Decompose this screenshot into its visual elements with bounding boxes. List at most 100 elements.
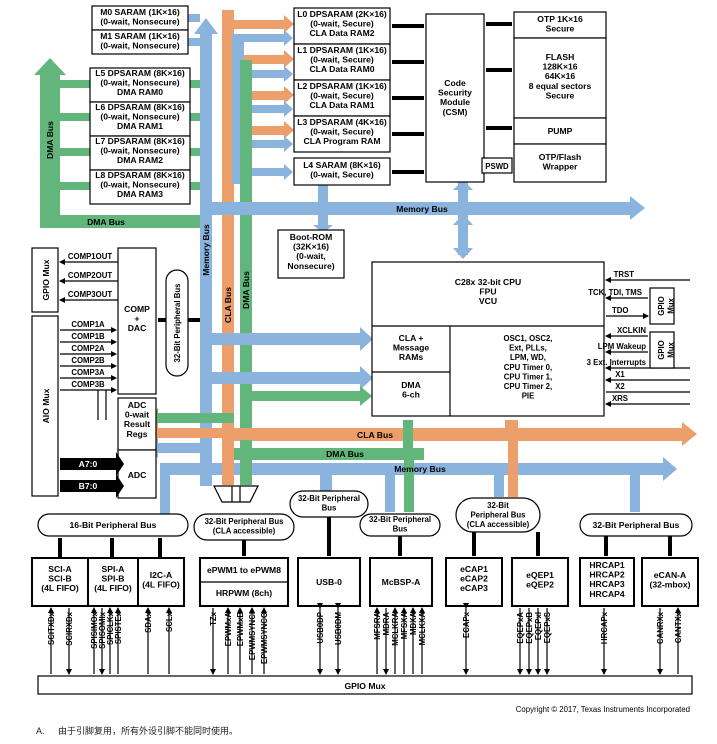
boot-rom-label: Boot-ROM(32K×16)(0-wait,Nonsecure): [287, 232, 334, 271]
cla-drop: [508, 441, 518, 497]
periph32-bus-label: 32-Bit Peripheral Bus: [593, 520, 680, 530]
text-line: (CLA accessible): [467, 520, 530, 529]
gpio-mux-label: GPIOMux: [657, 296, 676, 316]
text-line: L5 DPSARAM (8K×16): [95, 68, 185, 78]
dma-bus-label: DMA Bus: [87, 217, 125, 227]
text-line: M1 SARAM (1K×16): [100, 31, 180, 41]
text-line: 8 equal sectors: [529, 81, 592, 91]
i2c-block: I2C-A(4L FIFO): [142, 570, 180, 590]
text-line: (0-wait, Secure): [310, 127, 374, 137]
text-line: SPI-B: [102, 574, 125, 584]
memory-bus-label: Memory Bus: [396, 204, 448, 214]
text-line: LPM, WD,: [510, 353, 546, 362]
ls-ram-blocks: L0 DPSARAM (2K×16)(0-wait, Secure)CLA Da…: [293, 7, 391, 186]
pin-label: USB0DP: [316, 612, 325, 644]
text-line: ADC: [128, 400, 147, 410]
hrpwm-block: HRPWM (8ch): [216, 588, 272, 598]
csm-block: [425, 13, 485, 183]
text-line: HRCAP4: [589, 589, 625, 599]
svg-text:COMP3B: COMP3B: [71, 380, 105, 389]
text-line: SCI-A: [48, 564, 71, 574]
memory-to-bootrom: [318, 215, 328, 229]
memory-arrow: [663, 457, 677, 481]
text-line: PUMP: [548, 126, 573, 136]
text-line: Secure: [546, 24, 575, 34]
text-line: GPIO: [657, 340, 666, 360]
ls-ram-memory-links: [244, 30, 293, 180]
text-line: 6-ch: [402, 390, 420, 400]
text-line: L4 SARAM (8K×16): [303, 160, 381, 170]
svg-text:L0 DPSARAM (2K×16)(0-wait, Sec: L0 DPSARAM (2K×16)(0-wait, Secure)CLA Da…: [297, 9, 387, 38]
text-line: 64K×16: [545, 71, 576, 81]
svg-text:TDO: TDO: [612, 306, 628, 315]
text-line: CLA Data RAM0: [309, 64, 374, 74]
text-line: HRCAP2: [589, 570, 625, 580]
text-line: Bus: [393, 525, 408, 534]
pin-label: EQEPxA: [516, 612, 525, 644]
text-line: Bus: [322, 504, 337, 513]
memory-bus-label: Memory Bus: [201, 224, 211, 276]
gpio-mux-label: GPIO Mux: [41, 259, 51, 300]
memory-bus-arrowhead: [194, 18, 218, 34]
periph32-bus-right: [579, 513, 693, 537]
dma-stub: [190, 148, 204, 156]
text-line: USB-0: [316, 577, 342, 587]
memory-bus-label: Memory Bus: [394, 464, 446, 474]
adc-block: [117, 449, 157, 499]
text-line: VCU: [479, 296, 497, 306]
svg-text:X1: X1: [615, 370, 625, 379]
pin-label: EPWMxA: [224, 612, 233, 647]
text-line: DAC: [128, 323, 147, 333]
text-line: Mux: [667, 342, 676, 358]
text-line: Regs: [126, 429, 147, 439]
text-line: (32K×16): [293, 242, 329, 252]
text-line: 0-wait: [125, 410, 149, 420]
pin-label: TZx: [209, 611, 218, 626]
text-line: GPIO: [657, 296, 666, 316]
text-line: (0-wait,: [296, 251, 326, 261]
pin-label: SCLx: [165, 611, 174, 632]
svg-text:COMP1A: COMP1A: [71, 320, 105, 329]
text-line: Secure: [546, 90, 575, 100]
pin-label: SCIRXDx: [65, 611, 74, 645]
gpio-mux-label: GPIOMux: [657, 340, 676, 360]
usb-block: USB-0: [316, 577, 342, 587]
pin-label: MDXA: [409, 612, 418, 635]
svg-text:COMP3A: COMP3A: [71, 368, 105, 377]
text-line: ePWM1 to ePWM8: [207, 565, 281, 575]
memory-bus-top: [212, 202, 632, 215]
text-line: (4L FIFO): [94, 583, 132, 593]
dma-cpu-drop: [403, 420, 413, 448]
memory-bus-top-arrow: [630, 196, 645, 220]
pin-label: EPWMxB: [236, 612, 245, 647]
text-line: eQEP2: [526, 580, 554, 590]
text-line: (0-wait, Nonsecure): [100, 180, 179, 190]
dma-arrow: [360, 386, 372, 406]
dma-stub: [190, 182, 204, 190]
text-line: HRCAP1: [589, 560, 625, 570]
periph32-cla-bus-label: 32-Bit Peripheral Bus(CLA accessible): [205, 517, 285, 536]
text-line: M0 SARAM (1K×16): [100, 7, 180, 17]
svg-text:COMP1OUT: COMP1OUT: [68, 252, 112, 261]
text-line: OSC1, OSC2,: [504, 334, 553, 343]
pin-label: MDRA: [382, 612, 391, 636]
text-line: (4L FIFO): [41, 583, 79, 593]
cpu-block: [371, 261, 605, 417]
memory-drop: [630, 475, 640, 512]
cla-arrow: [682, 422, 697, 446]
pin-label: SPISIMOx: [90, 611, 99, 648]
memory-drop: [494, 475, 504, 497]
footnote: 由于引脚复用，所有外设引脚不能同时使用。: [58, 725, 238, 736]
pin-label: EQEPxB: [525, 612, 534, 644]
svg-text:TRST: TRST: [614, 270, 635, 279]
text-line: Module: [440, 97, 470, 107]
text-line: eQEP1: [526, 570, 554, 580]
epwm-block: ePWM1 to ePWM8: [207, 565, 281, 575]
m-ram-blocks: M0 SARAM (1K×16)(0-wait, Nonsecure) M1 S…: [91, 5, 189, 55]
text-line: (0-wait, Secure): [310, 170, 374, 180]
copyright: Copyright © 2017, Texas Instruments Inco…: [516, 705, 690, 714]
